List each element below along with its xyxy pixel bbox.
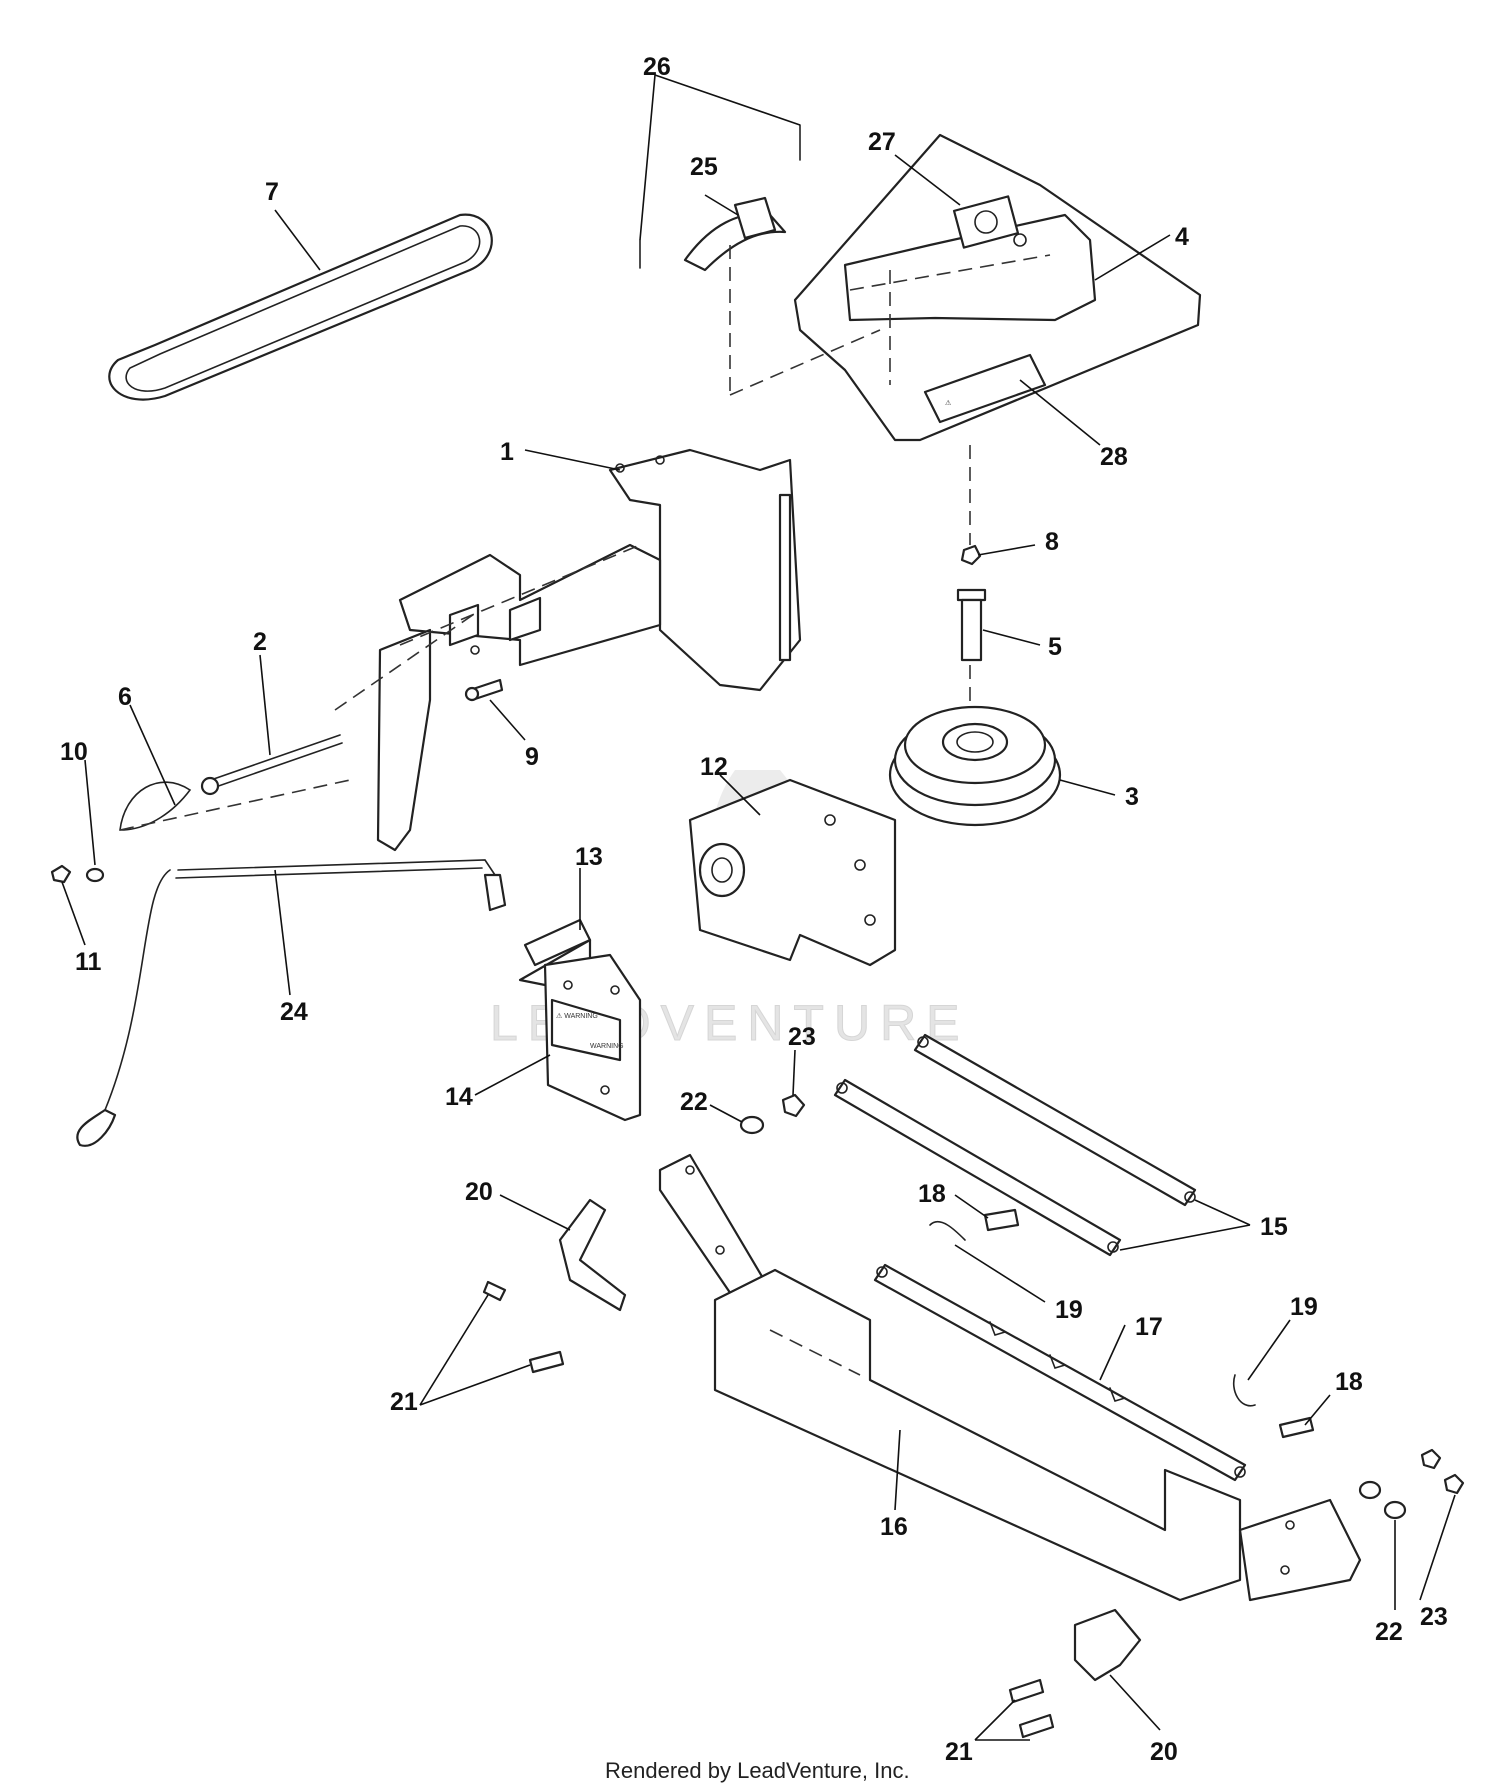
part-8-nut [960, 544, 982, 566]
callout-18-lower: 18 [1335, 1368, 1363, 1396]
part-15-arms [833, 1033, 1197, 1257]
part-22-washers-lower [1358, 1480, 1407, 1520]
callout-19-upper: 19 [1055, 1296, 1083, 1324]
callout-5: 5 [1048, 633, 1062, 661]
callout-9: 9 [525, 743, 539, 771]
callout-27: 27 [868, 128, 896, 156]
callout-20-upper: 20 [465, 1178, 493, 1206]
callout-12: 12 [700, 753, 728, 781]
callout-11: 11 [75, 948, 102, 976]
callout-25: 25 [690, 153, 718, 181]
callout-21-lower: 21 [945, 1738, 973, 1766]
callout-18-upper: 18 [918, 1180, 946, 1208]
callout-4: 4 [1175, 223, 1189, 251]
part-10-washer [85, 867, 105, 883]
callout-13: 13 [575, 843, 603, 871]
plate-warning-small: WARNING [590, 1043, 624, 1050]
callout-19-lower: 19 [1290, 1293, 1318, 1321]
callout-8: 8 [1045, 528, 1059, 556]
part-18-pin-lower [1278, 1416, 1315, 1439]
callout-15: 15 [1260, 1213, 1288, 1241]
part-23-nuts-lower [1420, 1448, 1465, 1495]
part-16-frame [658, 1153, 1362, 1602]
callout-21-upper: 21 [390, 1388, 418, 1416]
callout-24: 24 [280, 998, 308, 1026]
part-2-pin [200, 734, 343, 796]
part-19-clip-upper [929, 1220, 966, 1241]
callout-1: 1 [500, 438, 514, 466]
part-19-clip-lower [1233, 1374, 1256, 1407]
callout-17: 17 [1135, 1313, 1163, 1341]
part-1-bracket [334, 448, 802, 852]
callout-22-upper: 22 [680, 1088, 708, 1116]
callout-20-lower: 20 [1150, 1738, 1178, 1766]
part-20-clamp-lower [1073, 1608, 1142, 1682]
part-3-pulley [888, 705, 1062, 827]
footer-credit: Rendered by LeadVenture, Inc. [605, 1758, 910, 1783]
part-22-washer-upper [739, 1115, 765, 1135]
callout-23-lower: 23 [1420, 1603, 1448, 1631]
callout-14: 14 [445, 1083, 473, 1111]
part-24-rod [76, 859, 507, 1147]
callout-3: 3 [1125, 783, 1139, 811]
hood-warning-symbol: ⚠ [945, 399, 951, 407]
part-7-belt [108, 213, 493, 401]
callouts: 26 25 27 4 28 7 1 8 5 3 2 6 9 10 11 12 1… [60, 53, 1448, 1766]
part-11-nut [50, 864, 72, 884]
part-6-lanyard [119, 779, 351, 831]
callout-6: 6 [118, 683, 132, 711]
callout-23-upper: 23 [788, 1023, 816, 1051]
part-25-latch [683, 196, 787, 395]
callout-22-lower: 22 [1375, 1618, 1403, 1646]
part-21-bolts-upper [482, 1280, 565, 1374]
part-26-pins [639, 124, 881, 396]
callout-28: 28 [1100, 443, 1128, 471]
callout-26: 26 [643, 53, 671, 81]
part-27-decal [952, 195, 1027, 249]
part-20-clamp-upper [558, 1198, 627, 1312]
callout-7: 7 [265, 178, 279, 206]
part-5-bolt [956, 445, 987, 720]
part-12-idler-bracket [688, 778, 897, 967]
part-9-bolt [464, 678, 504, 702]
part-17-bar [873, 1263, 1247, 1482]
plate-warning-text: ⚠ WARNING [556, 1012, 598, 1020]
part-23-nut-upper [781, 1093, 806, 1118]
callout-16: 16 [880, 1513, 908, 1541]
callout-2: 2 [253, 628, 267, 656]
callout-10: 10 [60, 738, 88, 766]
part-28-warning-decal: ⚠ [923, 353, 1047, 424]
leader-lines [61, 74, 1456, 1741]
part-14-plate: ⚠ WARNING WARNING [543, 953, 642, 1122]
part-18-pin-upper [983, 1208, 1020, 1232]
part-21-bolts-lower [1008, 1678, 1055, 1739]
